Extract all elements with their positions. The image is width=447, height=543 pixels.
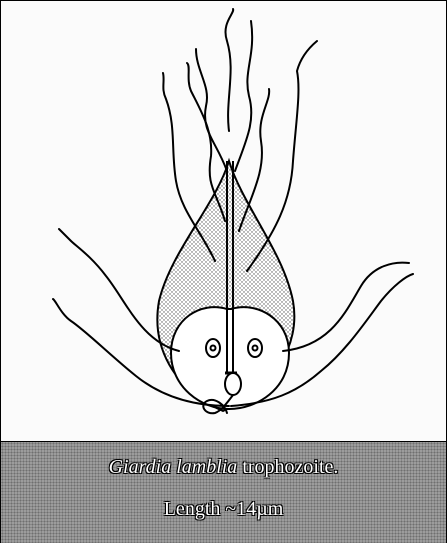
stage-label: trophozoite.	[237, 456, 338, 478]
caption-band: Giardia lamblia trophozoite. Length ~14µ…	[1, 441, 446, 543]
flagellum-anterior-right-1	[235, 21, 252, 171]
median-body	[225, 373, 241, 395]
trophozoite-diagram	[1, 1, 446, 441]
species-name: Giardia lamblia	[109, 456, 238, 478]
flagellum-anterior-center	[225, 9, 233, 131]
caption-title: Giardia lamblia trophozoite.	[1, 456, 446, 479]
caption-length: Length ~14µm	[1, 498, 446, 521]
flagellum-lateral-right	[283, 263, 409, 351]
